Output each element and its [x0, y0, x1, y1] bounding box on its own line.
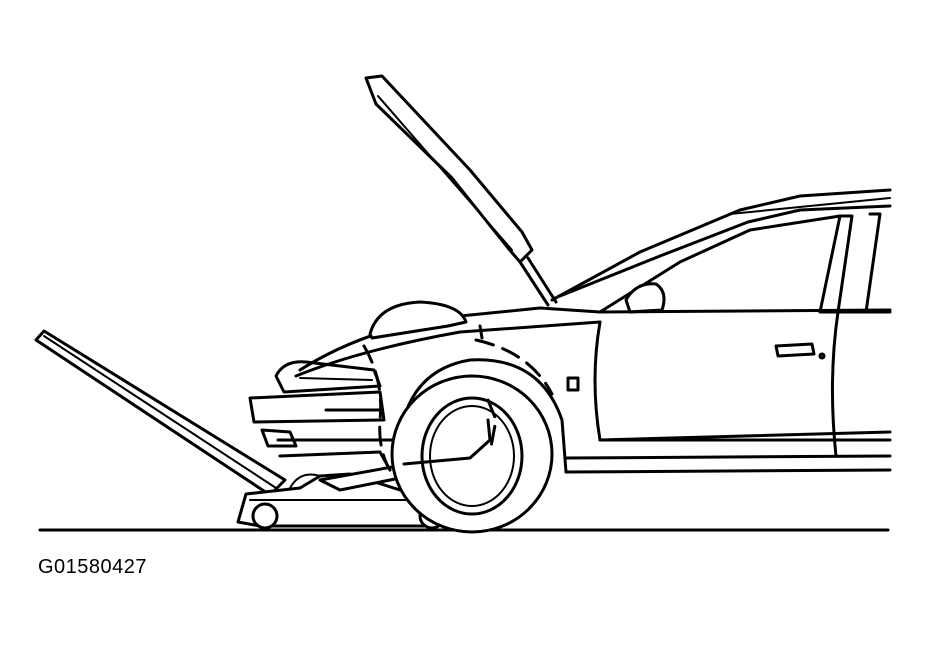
car-body — [248, 188, 892, 474]
front-tire — [390, 374, 554, 534]
open-hood — [364, 74, 558, 307]
jack-handle — [34, 329, 287, 497]
figure-code-label: G01580427 — [38, 556, 148, 578]
